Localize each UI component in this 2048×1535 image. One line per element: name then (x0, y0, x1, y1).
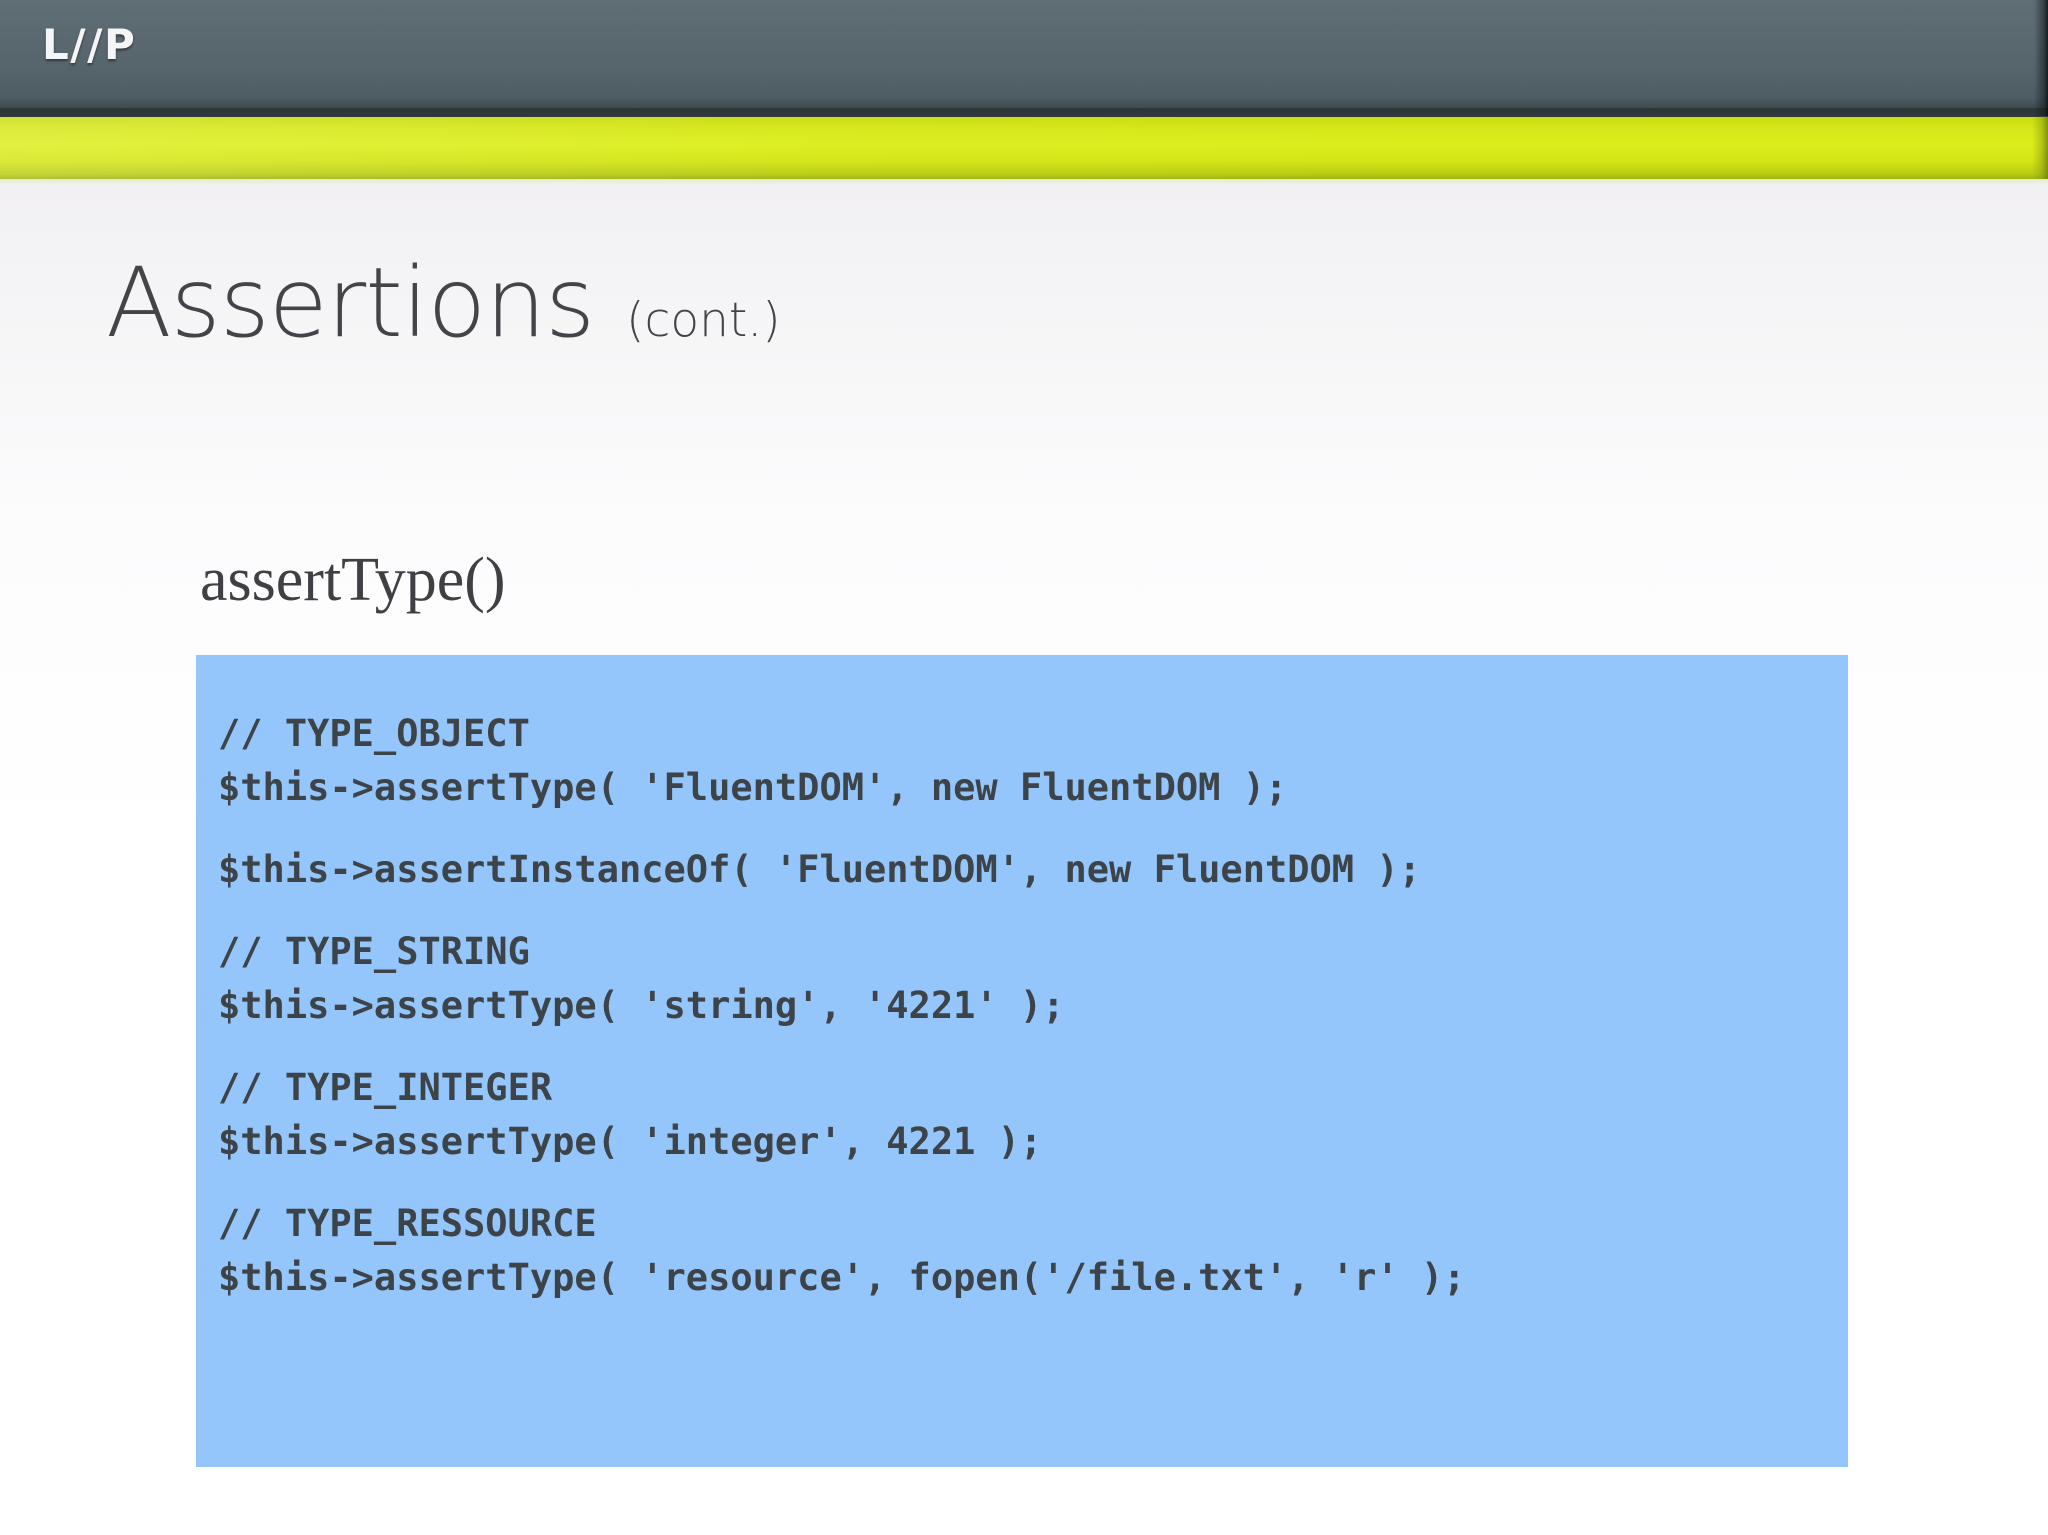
brand-logo: L//P (42, 20, 137, 69)
code-line: // TYPE_STRING (218, 930, 530, 974)
code-line: $this->assertType( 'resource', fopen('/f… (218, 1256, 1466, 1300)
code-line: // TYPE_RESSOURCE (218, 1202, 597, 1246)
accent-band-right-edge (2032, 117, 2048, 179)
code-line: $this->assertType( 'FluentDOM', new Flue… (218, 766, 1288, 810)
accent-band-gloss (0, 117, 2048, 179)
accent-band-underline (0, 179, 2048, 185)
code-line: $this->assertInstanceOf( 'FluentDOM', ne… (218, 848, 1421, 892)
slide-title: Assertions (cont.) (106, 255, 781, 351)
header-band-right-edge (2034, 0, 2048, 116)
accent-band (0, 117, 2048, 179)
code-line-blank (196, 897, 1848, 925)
code-line: $this->assertType( 'integer', 4221 ); (218, 1120, 1043, 1164)
code-line-blank (196, 1169, 1848, 1197)
page-title: Assertions (106, 247, 595, 359)
section-heading: assertType() (200, 546, 506, 614)
header-band-shadow (0, 108, 2048, 118)
code-line-blank (196, 815, 1848, 843)
slide-body: assertType() // TYPE_OBJECT $this->assert… (196, 546, 1856, 1468)
header-band (0, 0, 2048, 116)
code-line: // TYPE_OBJECT (218, 712, 530, 756)
code-block: // TYPE_OBJECT $this->assertType( 'Fluent… (196, 655, 1848, 1468)
code-line: $this->assertType( 'string', '4221' ); (218, 984, 1065, 1028)
code-line-blank (196, 1033, 1848, 1061)
page-title-suffix: (cont.) (626, 293, 781, 348)
code-line: // TYPE_INTEGER (218, 1066, 553, 1110)
